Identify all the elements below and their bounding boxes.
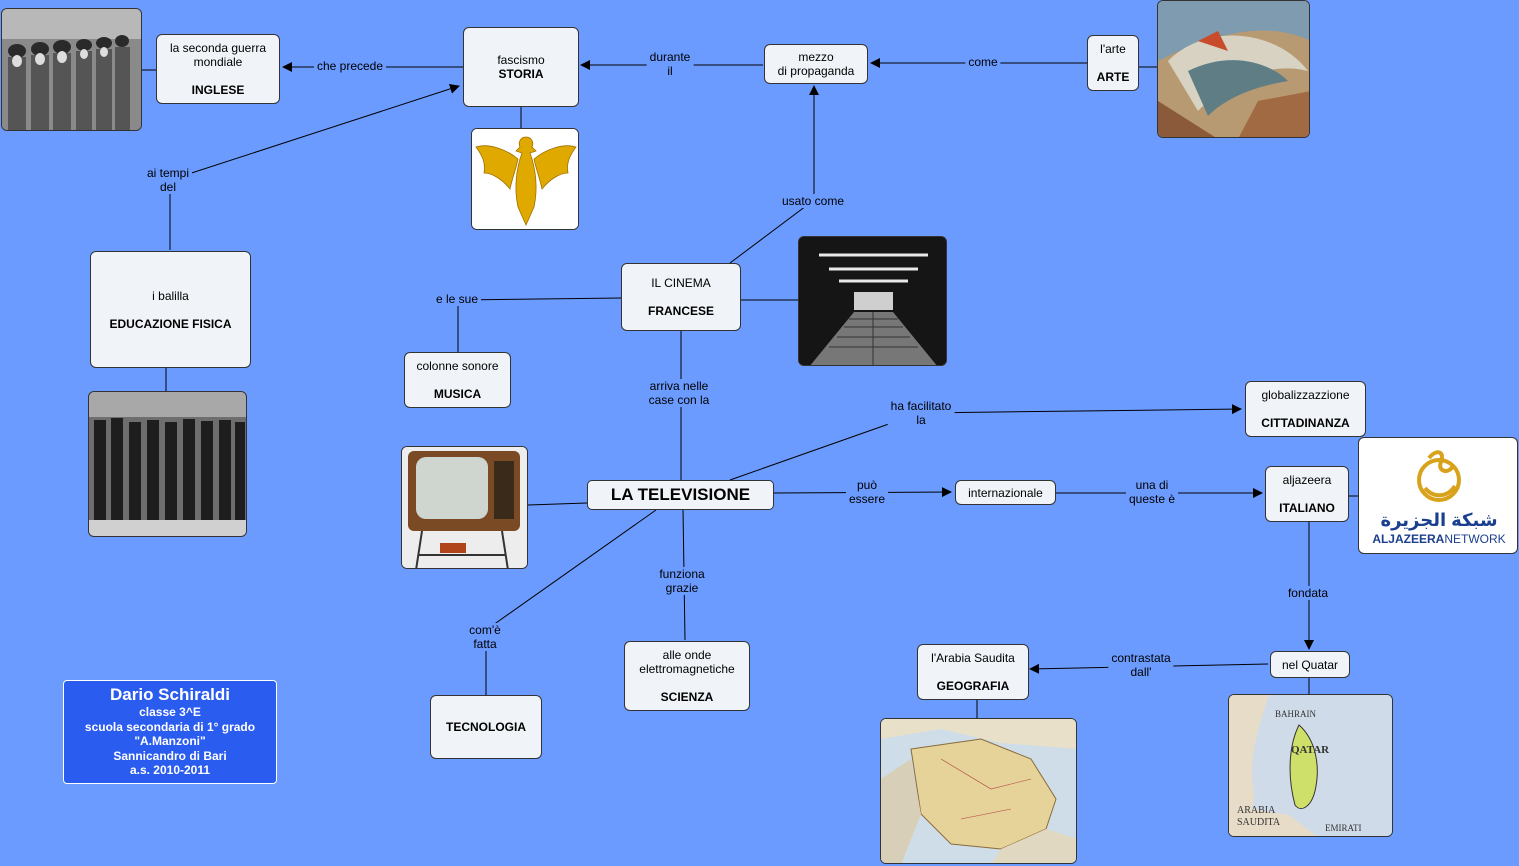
- qatar-map[interactable]: BAHRAIN QATAR ARABIA SAUDITA EMIRATI: [1228, 694, 1393, 837]
- link-label-usato-come: usato come: [778, 194, 848, 208]
- node-fascismo[interactable]: fascismo STORIA: [463, 27, 579, 107]
- cinema-hall-illustration: [799, 237, 946, 365]
- node-text: colonne sonore: [416, 359, 499, 373]
- saudi-arabia-map[interactable]: [880, 718, 1077, 864]
- node-text: mezzo: [798, 50, 834, 64]
- futurist-painting[interactable]: [1157, 0, 1310, 138]
- balilla-photo[interactable]: [88, 391, 247, 537]
- node-arte[interactable]: l'arte ARTE: [1087, 35, 1139, 91]
- node-text: aljazeera: [1282, 473, 1332, 487]
- node-text: la seconda guerra: [169, 41, 267, 55]
- node-subject: INGLESE: [191, 83, 245, 97]
- node-subject: CITTADINANZA: [1261, 416, 1350, 430]
- aljazeera-calligraphy-icon: [1417, 450, 1461, 502]
- node-cinema[interactable]: IL CINEMA FRANCESE: [621, 263, 741, 331]
- saudi-map-illustration: [881, 719, 1076, 863]
- node-balilla[interactable]: i balilla EDUCAZIONE FISICA: [90, 251, 251, 368]
- svg-text:BAHRAIN: BAHRAIN: [1275, 709, 1317, 719]
- cinema-hall-photo[interactable]: [798, 236, 947, 366]
- soldiers-illustration: [2, 9, 141, 130]
- svg-text:ARABIA: ARABIA: [1237, 805, 1276, 816]
- link-label-come: come: [965, 55, 1001, 69]
- node-subject: EDUCAZIONE FISICA: [109, 316, 232, 331]
- node-main-text: LA TELEVISIONE: [610, 485, 751, 504]
- aljazeera-arabic-text: شبكة الجزيرة: [1380, 510, 1498, 530]
- node-arabia[interactable]: l'Arabia Saudita GEOGRAFIA: [917, 644, 1029, 700]
- node-subject: ARTE: [1096, 70, 1130, 84]
- eagle-icon: [472, 129, 578, 229]
- node-globalizzazione[interactable]: globalizzazzione CITTADINANZA: [1245, 381, 1366, 437]
- node-text: i balilla: [152, 288, 189, 303]
- node-text: nel Quatar: [1281, 657, 1339, 672]
- node-text: internazionale: [968, 485, 1043, 500]
- node-text: fascismo: [497, 53, 545, 67]
- link-label-fondata: fondata: [1284, 586, 1332, 600]
- node-text: globalizzazzione: [1261, 388, 1350, 402]
- node-tecnologia[interactable]: TECNOLOGIA: [430, 695, 542, 759]
- node-colonne-sonore[interactable]: colonne sonore MUSICA: [404, 352, 511, 408]
- node-subject: STORIA: [498, 67, 544, 81]
- node-text: di propaganda: [777, 64, 855, 78]
- node-text: alle onde: [662, 648, 712, 662]
- balilla-illustration: [89, 392, 246, 536]
- node-subject: TECNOLOGIA: [446, 720, 526, 734]
- node-text: mondiale: [193, 55, 243, 69]
- author-school-name: "A.Manzoni": [134, 734, 206, 748]
- node-seconda-guerra[interactable]: la seconda guerra mondiale INGLESE: [156, 34, 280, 104]
- node-subject: SCIENZA: [660, 690, 714, 704]
- node-text: l'Arabia Saudita: [931, 651, 1015, 665]
- node-subject: GEOGRAFIA: [936, 679, 1010, 693]
- node-text: l'arte: [1100, 42, 1126, 56]
- svg-text:SAUDITA: SAUDITA: [1237, 817, 1281, 828]
- node-text: elettromagnetiche: [639, 662, 735, 676]
- node-internazionale[interactable]: internazionale: [955, 480, 1056, 505]
- vintage-tv-photo[interactable]: [401, 446, 528, 569]
- eagle-emblem[interactable]: [471, 128, 579, 230]
- node-aljazeera[interactable]: aljazeera ITALIANO: [1265, 466, 1349, 522]
- svg-text:QATAR: QATAR: [1291, 744, 1330, 756]
- author-name: Dario Schiraldi: [110, 685, 230, 704]
- author-school: scuola secondaria di 1° grado: [84, 719, 256, 734]
- author-class: classe 3^E: [139, 705, 201, 719]
- painting-illustration: [1158, 1, 1309, 137]
- aljazeera-logo[interactable]: شبكة الجزيرة ALJAZEERANETWORK: [1358, 437, 1518, 554]
- node-onde[interactable]: alle onde elettromagnetiche SCIENZA: [624, 641, 750, 711]
- svg-text:EMIRATI: EMIRATI: [1325, 823, 1362, 833]
- node-mezzo-propaganda[interactable]: mezzo di propaganda: [764, 44, 868, 84]
- author-year: a.s. 2010-2011: [129, 763, 211, 777]
- node-subject: FRANCESE: [647, 304, 714, 318]
- qatar-map-illustration: BAHRAIN QATAR ARABIA SAUDITA EMIRATI: [1229, 695, 1392, 836]
- node-quatar[interactable]: nel Quatar: [1270, 651, 1350, 678]
- author-credit-box: Dario Schiraldi classe 3^E scuola second…: [63, 680, 277, 784]
- tv-icon: [402, 447, 527, 568]
- soldiers-photo[interactable]: [1, 8, 142, 131]
- node-text: IL CINEMA: [651, 276, 711, 290]
- node-televisione[interactable]: LA TELEVISIONE: [587, 480, 774, 510]
- link-label-che-precede: che precede: [313, 59, 387, 73]
- node-subject: ITALIANO: [1279, 501, 1335, 515]
- node-subject: MUSICA: [433, 387, 482, 401]
- author-town: Sannicandro di Bari: [113, 748, 227, 763]
- link-label-e-le-sue: e le sue: [432, 292, 482, 306]
- aljazeera-network-text: ALJAZEERANETWORK: [1372, 532, 1506, 546]
